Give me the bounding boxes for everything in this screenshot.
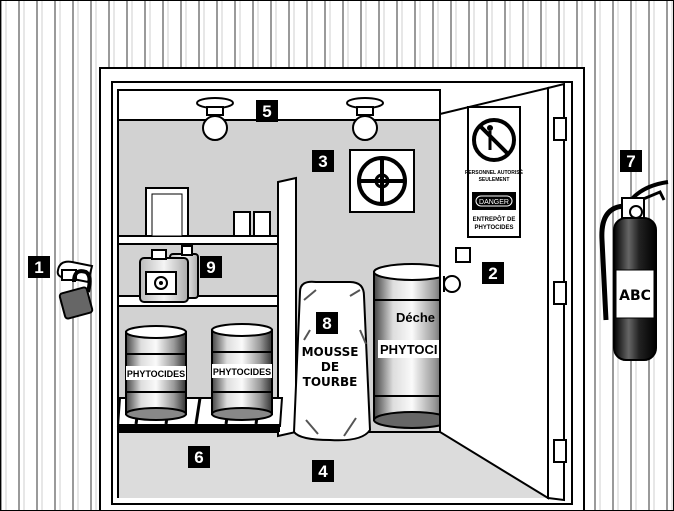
callout-badge-1: 1 xyxy=(28,256,50,278)
sign-line2: SEULEMENT xyxy=(479,177,510,183)
svg-text:6: 6 xyxy=(194,448,203,467)
small-container xyxy=(234,212,250,236)
svg-text:4: 4 xyxy=(318,462,328,481)
drum-middle: PHYTOCIDES xyxy=(212,324,272,420)
waste-drum-label-top: Déche xyxy=(396,310,435,325)
callout-badge-6: 6 xyxy=(188,446,210,468)
waste-drum-label-bottom: PHYTOCI xyxy=(380,342,438,357)
warning-sign: PERSONNEL AUTORISÉ SEULEMENT DANGER ENTR… xyxy=(465,107,524,237)
drum-middle-label: PHYTOCIDES xyxy=(213,367,271,377)
waste-drum: Déche PHYTOCI xyxy=(374,264,450,428)
door-knob xyxy=(444,276,460,292)
sign-line3: ENTREPÔT DE xyxy=(473,215,516,223)
sign-line1: PERSONNEL AUTORISÉ xyxy=(465,168,524,176)
bag-label-line2: DE xyxy=(321,360,339,374)
door-hinge xyxy=(554,440,566,462)
callout-badge-9: 9 xyxy=(200,256,222,278)
drum-left: PHYTOCIDES xyxy=(126,326,186,420)
svg-text:3: 3 xyxy=(318,152,327,171)
door-hinge xyxy=(554,118,566,140)
extinguisher-label: ABC xyxy=(619,288,651,304)
callout-badge-7: 7 xyxy=(620,150,642,172)
callout-badge-4: 4 xyxy=(312,460,334,482)
ventilation-fan xyxy=(350,150,414,212)
drum-left-label: PHYTOCIDES xyxy=(127,369,185,379)
door-hinge xyxy=(554,282,566,304)
small-container xyxy=(254,212,270,236)
callout-badge-2: 2 xyxy=(482,262,504,284)
svg-text:1: 1 xyxy=(34,258,43,277)
callout-badge-5: 5 xyxy=(256,100,278,122)
sign-danger: DANGER xyxy=(479,199,509,206)
bag-label-line1: MOUSSE xyxy=(302,345,359,359)
peat-moss-bag: MOUSSE DE TOURBE xyxy=(294,282,370,441)
callout-badge-3: 3 xyxy=(312,150,334,172)
svg-text:5: 5 xyxy=(262,102,271,121)
svg-text:2: 2 xyxy=(488,264,497,283)
sign-line4: PHYTOCIDES xyxy=(475,225,514,231)
svg-text:9: 9 xyxy=(206,258,215,277)
upper-shelf xyxy=(118,236,290,244)
svg-text:8: 8 xyxy=(322,314,331,333)
svg-text:7: 7 xyxy=(626,152,635,171)
bag-label-line3: TOURBE xyxy=(303,375,358,389)
callout-badge-8: 8 xyxy=(316,312,338,334)
